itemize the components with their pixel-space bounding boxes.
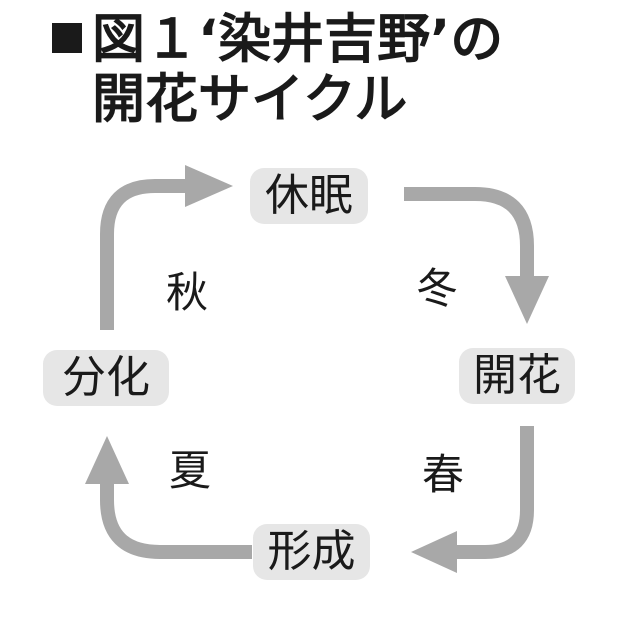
arrowhead-left [411,531,457,573]
cycle-arrows [85,165,549,573]
arrowhead-up [85,436,129,484]
figure-title-line-1: 図１‘染井吉野’の [92,9,504,70]
season-summer: 夏 [168,446,211,495]
arrow-formation-to-differentiation [100,482,252,559]
stage-formation: 形成 [253,524,370,580]
flowering-cycle-diagram: 休眠 開花 形成 分化 秋 冬 夏 春 [0,140,622,624]
figure-title-line-2: 開花サイクル [92,69,408,130]
arrow-flowering-to-formation [455,426,534,559]
stage-differentiation: 分化 [43,350,169,406]
stage-dormancy: 休眠 [250,168,368,224]
arrowhead-right [185,165,233,207]
season-winter: 冬 [415,264,458,313]
season-spring: 春 [421,450,464,499]
arrowhead-down [505,276,549,324]
stage-flowering: 開花 [459,348,575,404]
arrow-dormancy-to-flowering [404,187,534,278]
square-bullet-icon [52,23,82,53]
arrow-differentiation-to-dormancy [100,179,187,330]
season-autumn: 秋 [165,268,208,317]
figure-title: 図１‘染井吉野’の 開花サイクル [0,0,622,140]
